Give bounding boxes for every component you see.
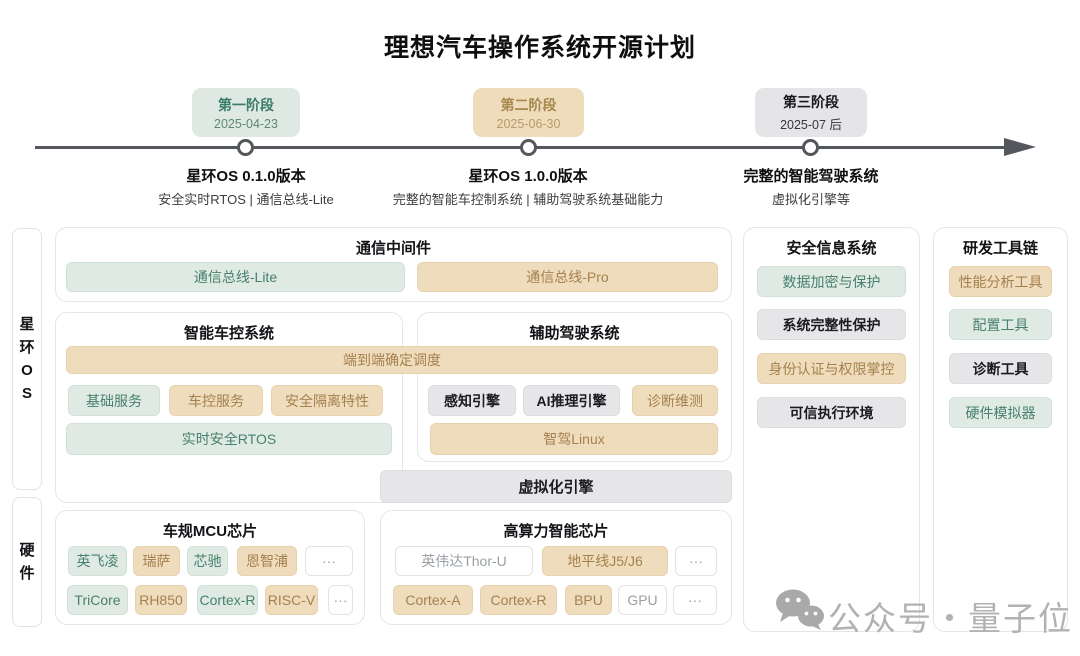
chip-hw-simulator: 硬件模拟器 (949, 397, 1052, 428)
rail-star-ring-os: 星 环 O S (12, 228, 42, 490)
chip-system-integrity: 系统完整性保护 (757, 309, 906, 340)
chip-horizon-j5-j6: 地平线J5/J6 (542, 546, 668, 576)
phase-card-2: 第二阶段 2025-06-30 (473, 88, 584, 137)
chip-comm-bus-lite: 通信总线-Lite (66, 262, 405, 292)
phase-card-1: 第一阶段 2025-04-23 (192, 88, 300, 137)
chip-e2e-scheduler: 端到端确定调度 (66, 346, 718, 374)
chip-semidrive: 芯驰 (187, 546, 228, 576)
timeline-arrow-icon (1004, 138, 1036, 156)
chip-comm-bus-pro: 通信总线-Pro (417, 262, 718, 292)
phase-label: 第二阶段 (500, 96, 557, 113)
chip-nxp: 恩智浦 (237, 546, 297, 576)
chip-more-ellipsis: ··· (673, 585, 717, 615)
chip-more-ellipsis: ··· (305, 546, 353, 576)
chip-diagnostic-tool: 诊断工具 (949, 353, 1052, 384)
panel-title: 高算力智能芯片 (503, 523, 609, 540)
chip-nvidia-thor-u: 英伟达Thor-U (395, 546, 533, 576)
chip-identity-access: 身份认证与权限掌控 (757, 353, 906, 384)
phase-date: 2025-04-23 (214, 116, 278, 131)
phase-date: 2025-07 后 (780, 118, 842, 132)
chip-more-ellipsis: ··· (675, 546, 717, 576)
milestone-detail-1: 安全实时RTOS | 通信总线-Lite (158, 192, 334, 207)
page-title: 理想汽车操作系统开源计划 (383, 34, 696, 62)
milestone-title-3: 完整的智能驾驶系统 (743, 168, 879, 185)
chip-basic-services: 基础服务 (68, 385, 160, 416)
milestone-title-2: 星环OS 1.0.0版本 (468, 168, 588, 185)
chip-bpu: BPU (565, 585, 612, 615)
chip-rh850: RH850 (135, 585, 187, 615)
chip-trusted-execution: 可信执行环境 (757, 397, 906, 428)
panel-title: 智能车控系统 (183, 325, 274, 342)
panel-title: 辅助驾驶系统 (529, 325, 620, 342)
milestone-detail-2: 完整的智能车控制系统 | 辅助驾驶系统基础能力 (392, 192, 664, 207)
phase-label: 第一阶段 (218, 96, 274, 113)
chip-virtualization-engine: 虚拟化引擎 (380, 470, 732, 503)
chip-infineon: 英飞凌 (68, 546, 127, 576)
timeline-node-2 (520, 139, 537, 156)
panel-title: 通信中间件 (355, 240, 431, 257)
chip-perf-analysis-tool: 性能分析工具 (949, 266, 1052, 297)
chip-cortex-r-soc: Cortex-R (480, 585, 557, 615)
timeline-node-1 (237, 139, 254, 156)
chip-perception-engine: 感知引擎 (428, 385, 516, 416)
panel-title: 车规MCU芯片 (162, 523, 258, 540)
chip-vehicle-services: 车控服务 (169, 385, 263, 416)
chip-ai-inference-engine: AI推理引擎 (523, 385, 620, 416)
wechat-icon (774, 588, 826, 635)
chip-safety-isolation: 安全隔离特性 (271, 385, 383, 416)
timeline-node-3 (802, 139, 819, 156)
rail-hardware: 硬 件 (12, 497, 42, 627)
chip-diagnostics: 诊断维测 (632, 385, 718, 416)
chip-more-ellipsis: ··· (328, 585, 353, 615)
chip-tricore: TriCore (67, 585, 128, 615)
milestone-title-1: 星环OS 0.1.0版本 (186, 168, 306, 185)
phase-date: 2025-06-30 (496, 116, 561, 131)
chip-data-encryption: 数据加密与保护 (757, 266, 906, 297)
panel-title: 研发工具链 (962, 240, 1038, 257)
chip-realtime-rtos: 实时安全RTOS (66, 423, 392, 455)
phase-card-3: 第三阶段 2025-07 后 (755, 88, 867, 137)
panel-title: 安全信息系统 (786, 240, 877, 257)
chip-gpu: GPU (618, 585, 667, 615)
chip-renesas: 瑞萨 (133, 546, 180, 576)
chip-smart-driving-linux: 智驾Linux (430, 423, 718, 455)
chip-cortex-r-mcu: Cortex-R (197, 585, 258, 615)
chip-cortex-a: Cortex-A (393, 585, 473, 615)
chip-risc-v: RISC-V (265, 585, 318, 615)
phase-label: 第三阶段 (783, 94, 839, 110)
watermark-text: 公众号・量子位 (828, 600, 1073, 637)
chip-config-tool: 配置工具 (949, 309, 1052, 340)
milestone-detail-3: 虚拟化引擎等 (771, 192, 851, 207)
